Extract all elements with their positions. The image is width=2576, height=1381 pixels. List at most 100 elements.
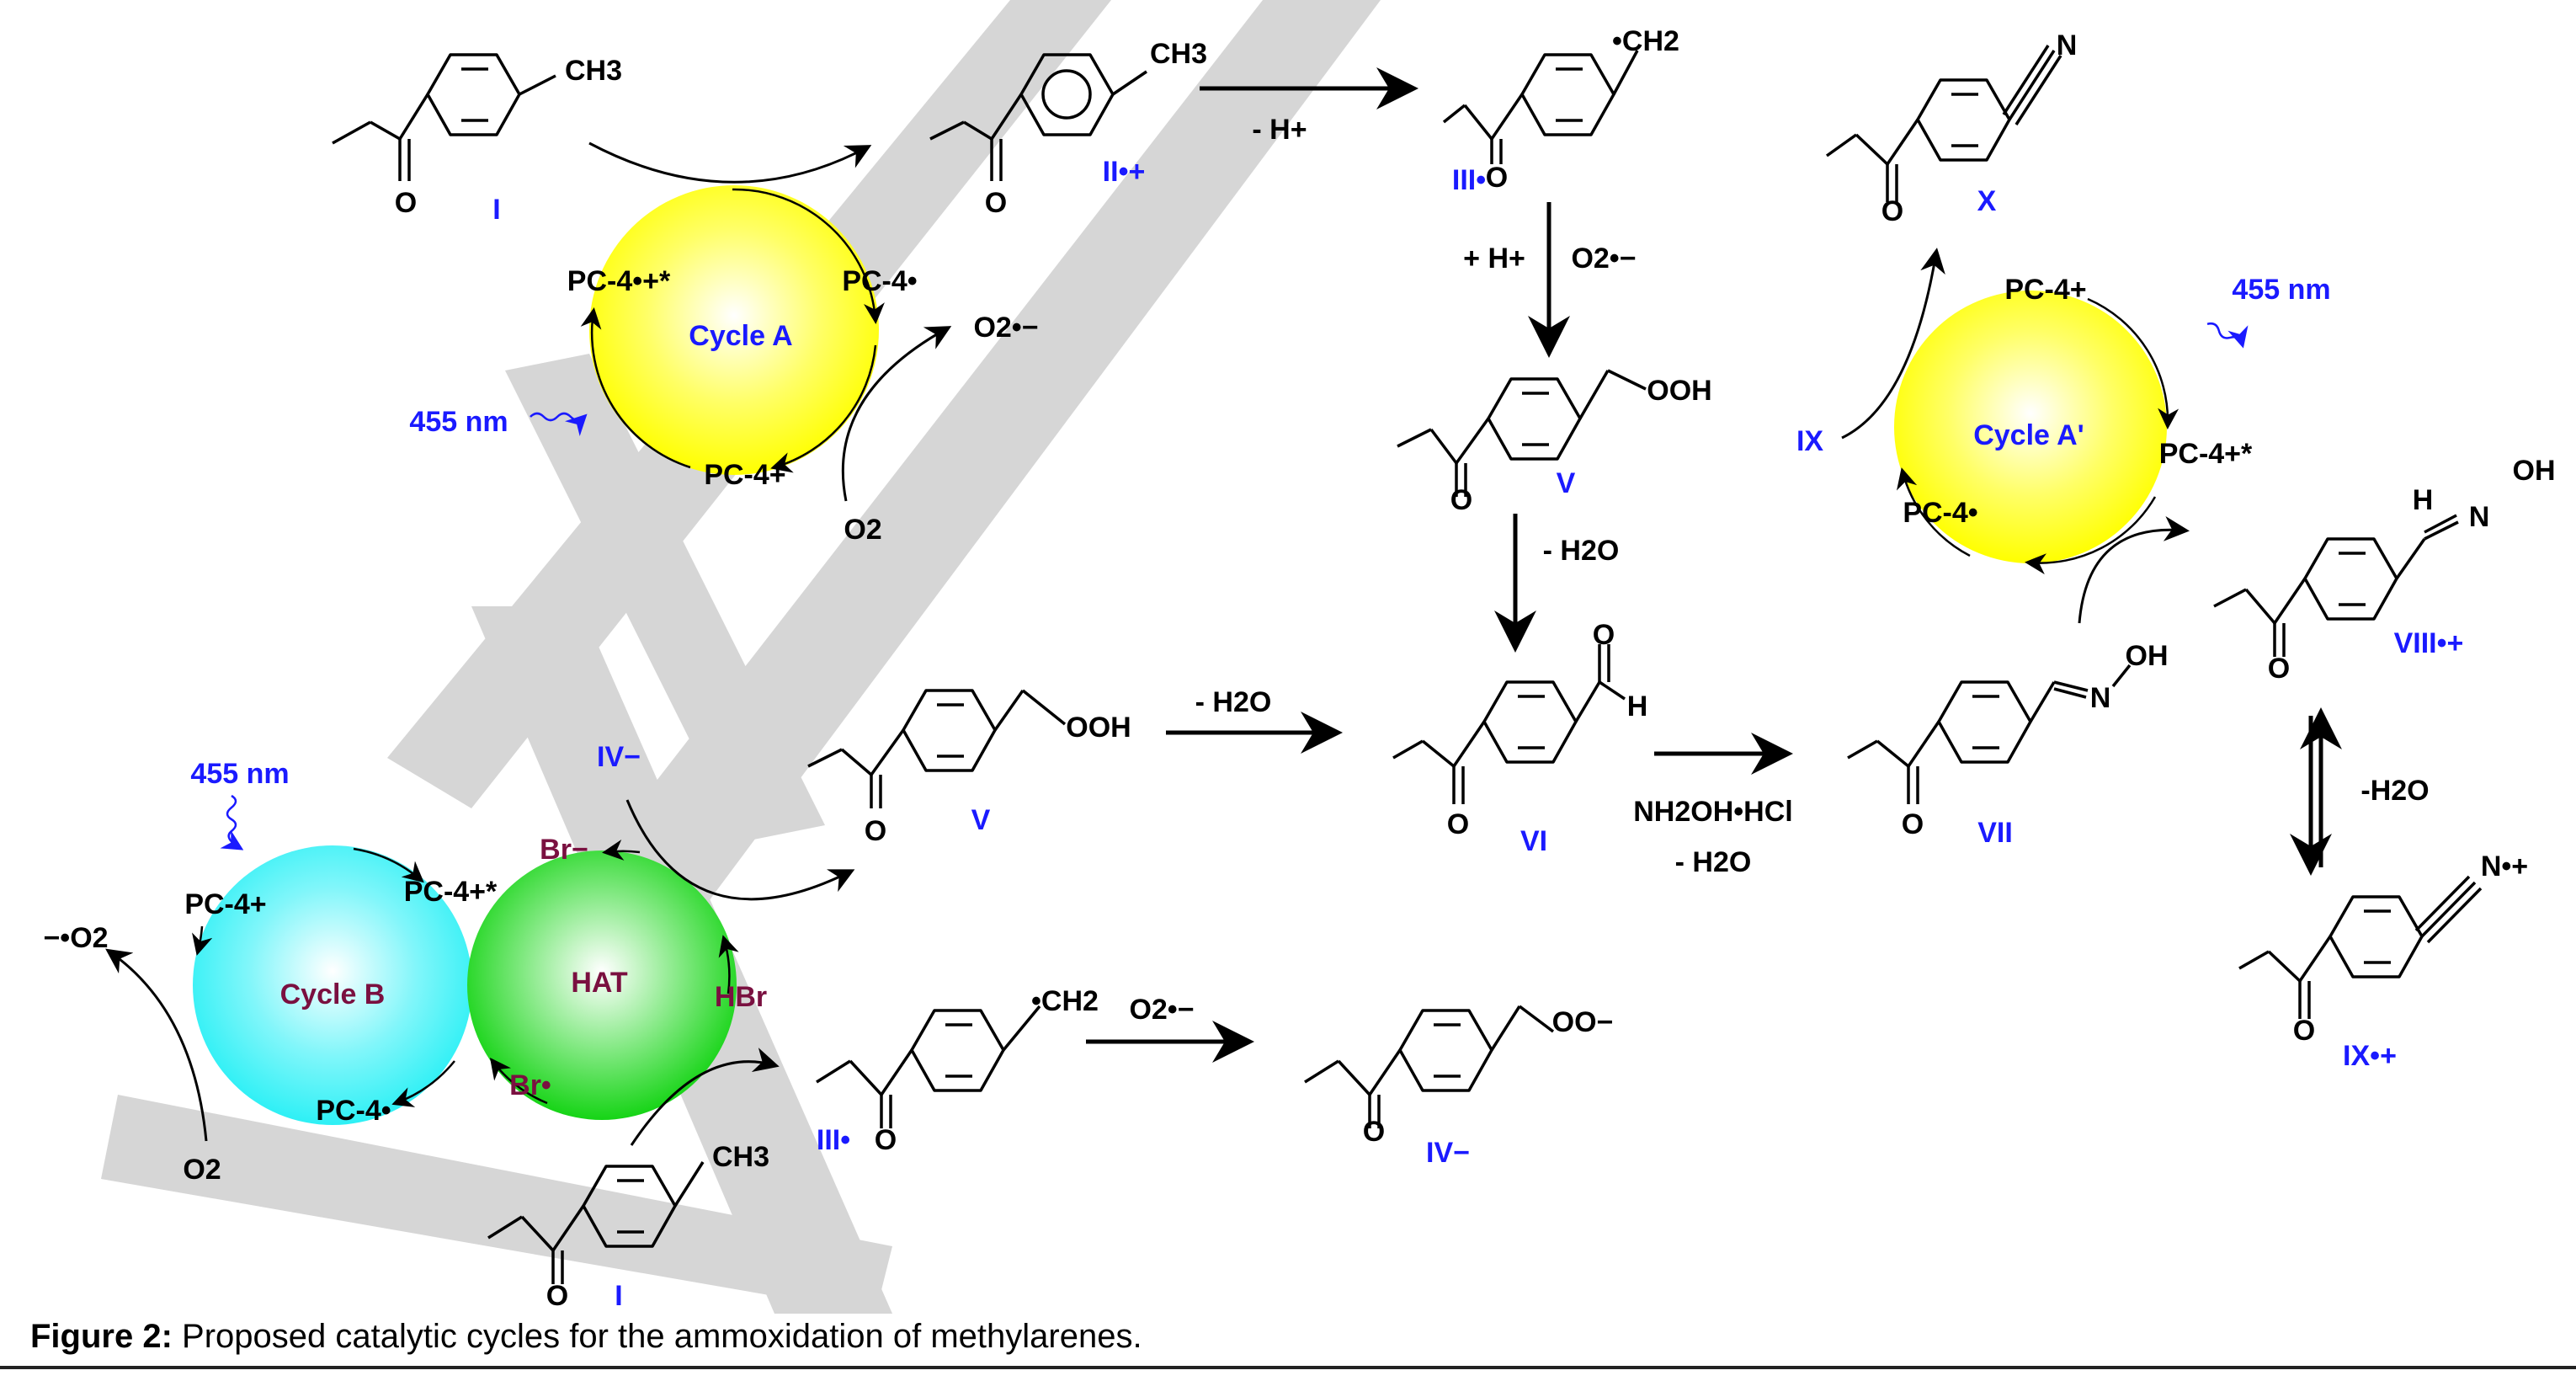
label-compound-ii: II•+ [1103,156,1146,188]
cycle-a-label: Cycle A [689,320,792,352]
structure-compound-v-mid [807,689,1067,808]
arrow-iv-to-v [625,799,855,901]
ester-o-12: O [1363,1116,1385,1148]
arrow-i-to-iii [630,1048,780,1146]
condition-plus-h-plus: + H+ [1463,243,1525,275]
ester-o-7: O [1447,808,1469,840]
label-compound-viii: VIII•+ [2394,627,2464,659]
structure-compound-i-bottom [487,1161,705,1284]
light-squiggle-a [530,412,588,436]
ester-o-13: O [546,1280,568,1312]
label-compound-v-mid: V [971,804,991,836]
ester-o-2: O [985,187,1007,219]
group-oo-minus: OO− [1552,1006,1614,1038]
group-ch3-ii: CH3 [1150,38,1207,70]
label-compound-iii-top: III• [1452,164,1486,196]
figure-caption: Figure 2: Proposed catalytic cycles for … [30,1318,2547,1356]
label-compound-v-top: V [1557,467,1576,499]
structure-compound-vii [1847,664,2132,804]
group-aldehyde-h: H [1627,690,1648,722]
structure-compound-ii [929,53,1147,181]
label-compound-ix: IX•+ [2343,1040,2397,1072]
cycle-a-prime-pc-cation: PC-4+ [2004,274,2086,306]
cycle-a-superoxide: O2•− [973,312,1038,344]
condition-superoxide-bottom: O2•− [1129,994,1194,1026]
cycle-b-label: Cycle B [280,978,386,1010]
cycle-b-pc-radical: PC-4• [316,1095,391,1127]
group-ooh-mid: OOH [1066,712,1131,744]
cycle-b-pc-cation: PC-4+ [184,888,266,920]
label-compound-iv: IV− [1426,1137,1470,1169]
ester-o-9: O [2268,653,2290,685]
caption-text: Proposed catalytic cycles for the ammoxi… [182,1318,1142,1355]
cycle-a-prime-light: 455 nm [2232,274,2330,306]
condition-nh2oh: NH2OH•HCl [1633,796,1792,828]
hat-hbr: HBr [715,981,767,1013]
group-ch3-bottom: CH3 [712,1141,769,1173]
condition-minus-h2o-v: - H2O [1543,535,1620,567]
group-oxime-n: N [2090,682,2111,714]
label-compound-iii-bottom: III• [817,1124,850,1156]
cycle-a-prime-pc-excited: PC-4+* [2159,438,2253,470]
arrow-o2-to-superoxide [105,948,208,1142]
ester-o-8: O [1902,808,1924,840]
arrow-vii-to-viii [2078,515,2190,624]
group-aldehyde-o: O [1593,619,1615,651]
group-viii-h: H [2413,484,2434,516]
hat-label: HAT [571,967,628,999]
group-oxime-oh: OH [2126,640,2169,672]
cycle-a-pc-radical: PC-4• [842,265,917,297]
light-squiggle-b [220,794,244,850]
caption-label: Figure 2: [30,1318,173,1355]
structure-compound-vi [1392,644,1626,804]
group-ooh-top: OOH [1647,375,1711,407]
ester-o-1: O [395,187,417,219]
structure-compound-i-top [332,53,556,181]
cycle-a-prime-pc-radical: PC-4• [1903,497,1977,529]
group-ch3-top: CH3 [565,55,622,87]
condition-minus-h-plus: - H+ [1252,114,1307,146]
caption-rule [0,1366,2576,1369]
cycle-a-pc-cation: PC-4+ [704,459,785,491]
group-viii-oh: OH [2513,455,2556,487]
structure-compound-iii-top [1442,50,1639,164]
group-ix-n: N•+ [2481,850,2528,882]
cycle-a-pc-excited: PC-4•+* [567,265,671,297]
hat-br-anion: Br− [540,834,588,866]
condition-minus-h2o-eq: -H2O [2360,775,2429,807]
arrow-i-to-ii [588,141,872,184]
ester-o-5: O [1450,484,1472,516]
light-squiggle-a-prime [2206,322,2249,349]
label-compound-i-top: I [492,194,500,226]
condition-minus-h2o-mid: - H2O [1195,686,1272,718]
group-ch2-bottom: •CH2 [1031,985,1099,1017]
hat-br-radical: Br• [509,1069,551,1101]
cycle-b-circle [193,845,472,1125]
cycle-b-light: 455 nm [190,758,289,790]
hat-circle [467,850,737,1120]
cycle-a-prime-substrate: IX [1796,425,1823,457]
ester-o-4: O [1881,195,1903,227]
group-viii-n: N [2469,501,2490,533]
structure-compound-v-top [1397,369,1647,497]
condition-minus-h2o-vii: - H2O [1675,846,1752,878]
label-compound-i-bottom: I [615,1280,622,1312]
structure-compound-ix [2238,875,2483,1019]
cycle-a-prime-label: Cycle A' [1973,419,2084,451]
ester-o-6: O [865,815,886,847]
structure-compound-iii-bottom [816,1005,1041,1128]
label-compound-x: X [1977,185,1997,217]
structure-compound-viii [2213,514,2459,657]
arrow-o2-in [841,326,952,502]
cycle-b-pc-excited: PC-4+* [404,876,498,908]
ester-o-11: O [875,1124,897,1156]
cycle-b-anion-in: IV− [597,741,641,773]
cycle-a-prime-circle [1894,291,2167,563]
structure-compound-x [1825,45,2062,202]
cycle-b-superoxide: −•O2 [43,922,108,954]
ester-o-10: O [2293,1015,2315,1047]
cycle-a-light: 455 nm [409,406,508,438]
label-compound-vii: VII [1977,817,2013,849]
